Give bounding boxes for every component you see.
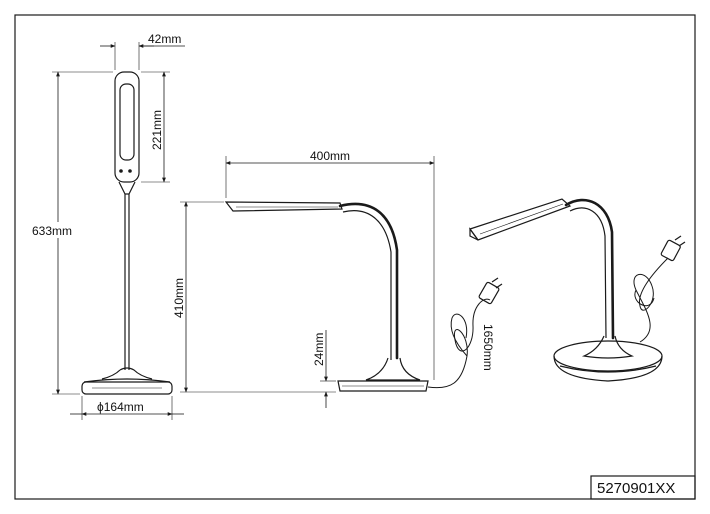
product-code-box: 5270901XX [590, 475, 696, 500]
front-base [81, 381, 173, 395]
base-height-label: 24mm [312, 333, 326, 366]
front-lamp-head [114, 71, 140, 183]
perspective-cable-loop [634, 289, 655, 307]
perspective-cable [633, 257, 669, 343]
head-height-label: 221mm [150, 110, 164, 150]
front-base-collar [119, 367, 153, 380]
perspective-plug-pin-1 [674, 235, 682, 241]
perspective-arm-inner [569, 207, 607, 339]
perspective-head-underside [469, 227, 479, 241]
total-height-label: 633mm [32, 224, 72, 238]
drawing-frame [14, 14, 696, 500]
side-arm-inner [342, 210, 392, 360]
side-base [337, 380, 429, 392]
side-view: 400mm 410mm 24mm 1650mm [172, 149, 503, 408]
head-width-label: 42mm [148, 32, 181, 46]
side-collar [365, 357, 421, 381]
side-plug-pin-1 [491, 277, 499, 283]
front-neck [118, 181, 136, 195]
side-plug [478, 281, 500, 305]
base-diameter-label: ϕ164mm [97, 400, 144, 414]
front-view: 42mm 221mm 633mm ϕ164mm [30, 32, 185, 420]
perspective-collar [581, 335, 635, 359]
perspective-base-band [559, 365, 657, 373]
perspective-plug-pin-2 [678, 241, 686, 247]
product-code: 5270901XX [597, 480, 675, 497]
side-height-label: 410mm [172, 278, 186, 318]
total-height-label-bg [30, 222, 80, 238]
side-arm [338, 202, 399, 360]
reach-label: 400mm [310, 149, 350, 163]
perspective-plug [660, 239, 681, 262]
front-lamp-head-inner [119, 83, 135, 161]
perspective-arm [564, 198, 615, 340]
side-plug-pin-2 [495, 283, 503, 289]
perspective-base-top [553, 340, 663, 372]
side-cable-loop [450, 313, 468, 357]
perspective-head-edge [479, 203, 564, 235]
side-cable [427, 298, 491, 389]
cable-length-label: 1650mm [481, 324, 495, 371]
perspective-base-side [553, 355, 663, 382]
front-head-dot-right [128, 169, 132, 173]
perspective-view [469, 198, 686, 382]
front-base-top [83, 378, 171, 383]
front-base-collar-left [101, 369, 121, 380]
side-lamp-head [224, 201, 343, 212]
product-code-frame [590, 475, 696, 500]
front-head-dot-left [119, 169, 123, 173]
